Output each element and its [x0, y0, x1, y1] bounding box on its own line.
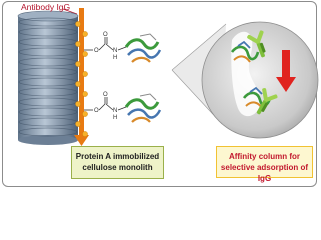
affinity-caption-line2: selective adsorption of IgG	[220, 163, 309, 183]
linker-hydrogen-label: H	[113, 55, 117, 61]
igg-bead	[82, 131, 88, 137]
linker-nitrogen-label: N	[113, 48, 117, 54]
affinity-caption-box: Affinity column for selective adsorption…	[216, 146, 313, 183]
igg-flow-arrow	[74, 8, 89, 146]
column-ring	[18, 67, 78, 77]
flow-direction-arrow	[276, 50, 296, 92]
column-ring	[18, 87, 78, 97]
igg-beads	[75, 21, 88, 137]
carbonyl-oxygen-label: O	[103, 32, 108, 38]
column-ring	[18, 107, 78, 117]
carbamate-linker-bottom: O O N H	[84, 92, 127, 121]
carbamate-linker-top: O O N H	[84, 32, 127, 61]
linker-oxygen-label: O	[94, 48, 99, 54]
igg-bead	[75, 81, 81, 87]
igg-bead	[82, 51, 88, 57]
linker-oxygen-label: O	[94, 108, 99, 114]
monolith-caption-line2: cellulose monolith	[82, 163, 153, 172]
carbonyl-oxygen-label: O	[103, 92, 108, 98]
figure-root: O O N H O O N H	[2, 1, 319, 187]
antibody-pointer-line	[62, 8, 78, 15]
protein-a-ribbon-top	[124, 33, 162, 63]
protein-a-igg-complex-bottom	[242, 86, 278, 115]
igg-bead	[82, 71, 88, 77]
igg-antibody-icon	[247, 30, 266, 58]
igg-antibody-icon	[256, 88, 278, 115]
linker-nitrogen-label: N	[113, 108, 117, 114]
column-ring	[18, 47, 78, 57]
protein-a-igg-complex-top	[230, 30, 266, 63]
igg-bead	[75, 21, 81, 27]
monolith-caption-line1: Protein A immobilized	[75, 152, 160, 161]
igg-bead	[82, 91, 88, 97]
igg-bead	[82, 111, 88, 117]
igg-bead	[75, 61, 81, 67]
diagram-canvas: O O N H O O N H	[17, 8, 319, 146]
column-ring	[18, 127, 78, 137]
igg-bead	[82, 31, 88, 37]
column-ring	[18, 27, 78, 37]
affinity-caption-line1: Affinity column for	[228, 152, 301, 161]
igg-bead	[75, 101, 81, 107]
cellulose-monolith-column	[17, 10, 79, 145]
igg-bead	[75, 41, 81, 47]
linker-hydrogen-label: H	[113, 115, 117, 121]
igg-bead	[75, 121, 81, 127]
monolith-caption-box: Protein A immobilized cellulose monolith	[71, 146, 164, 179]
antibody-igg-label: Antibody IgG	[21, 2, 71, 12]
protein-a-ribbon-bottom	[124, 93, 162, 123]
